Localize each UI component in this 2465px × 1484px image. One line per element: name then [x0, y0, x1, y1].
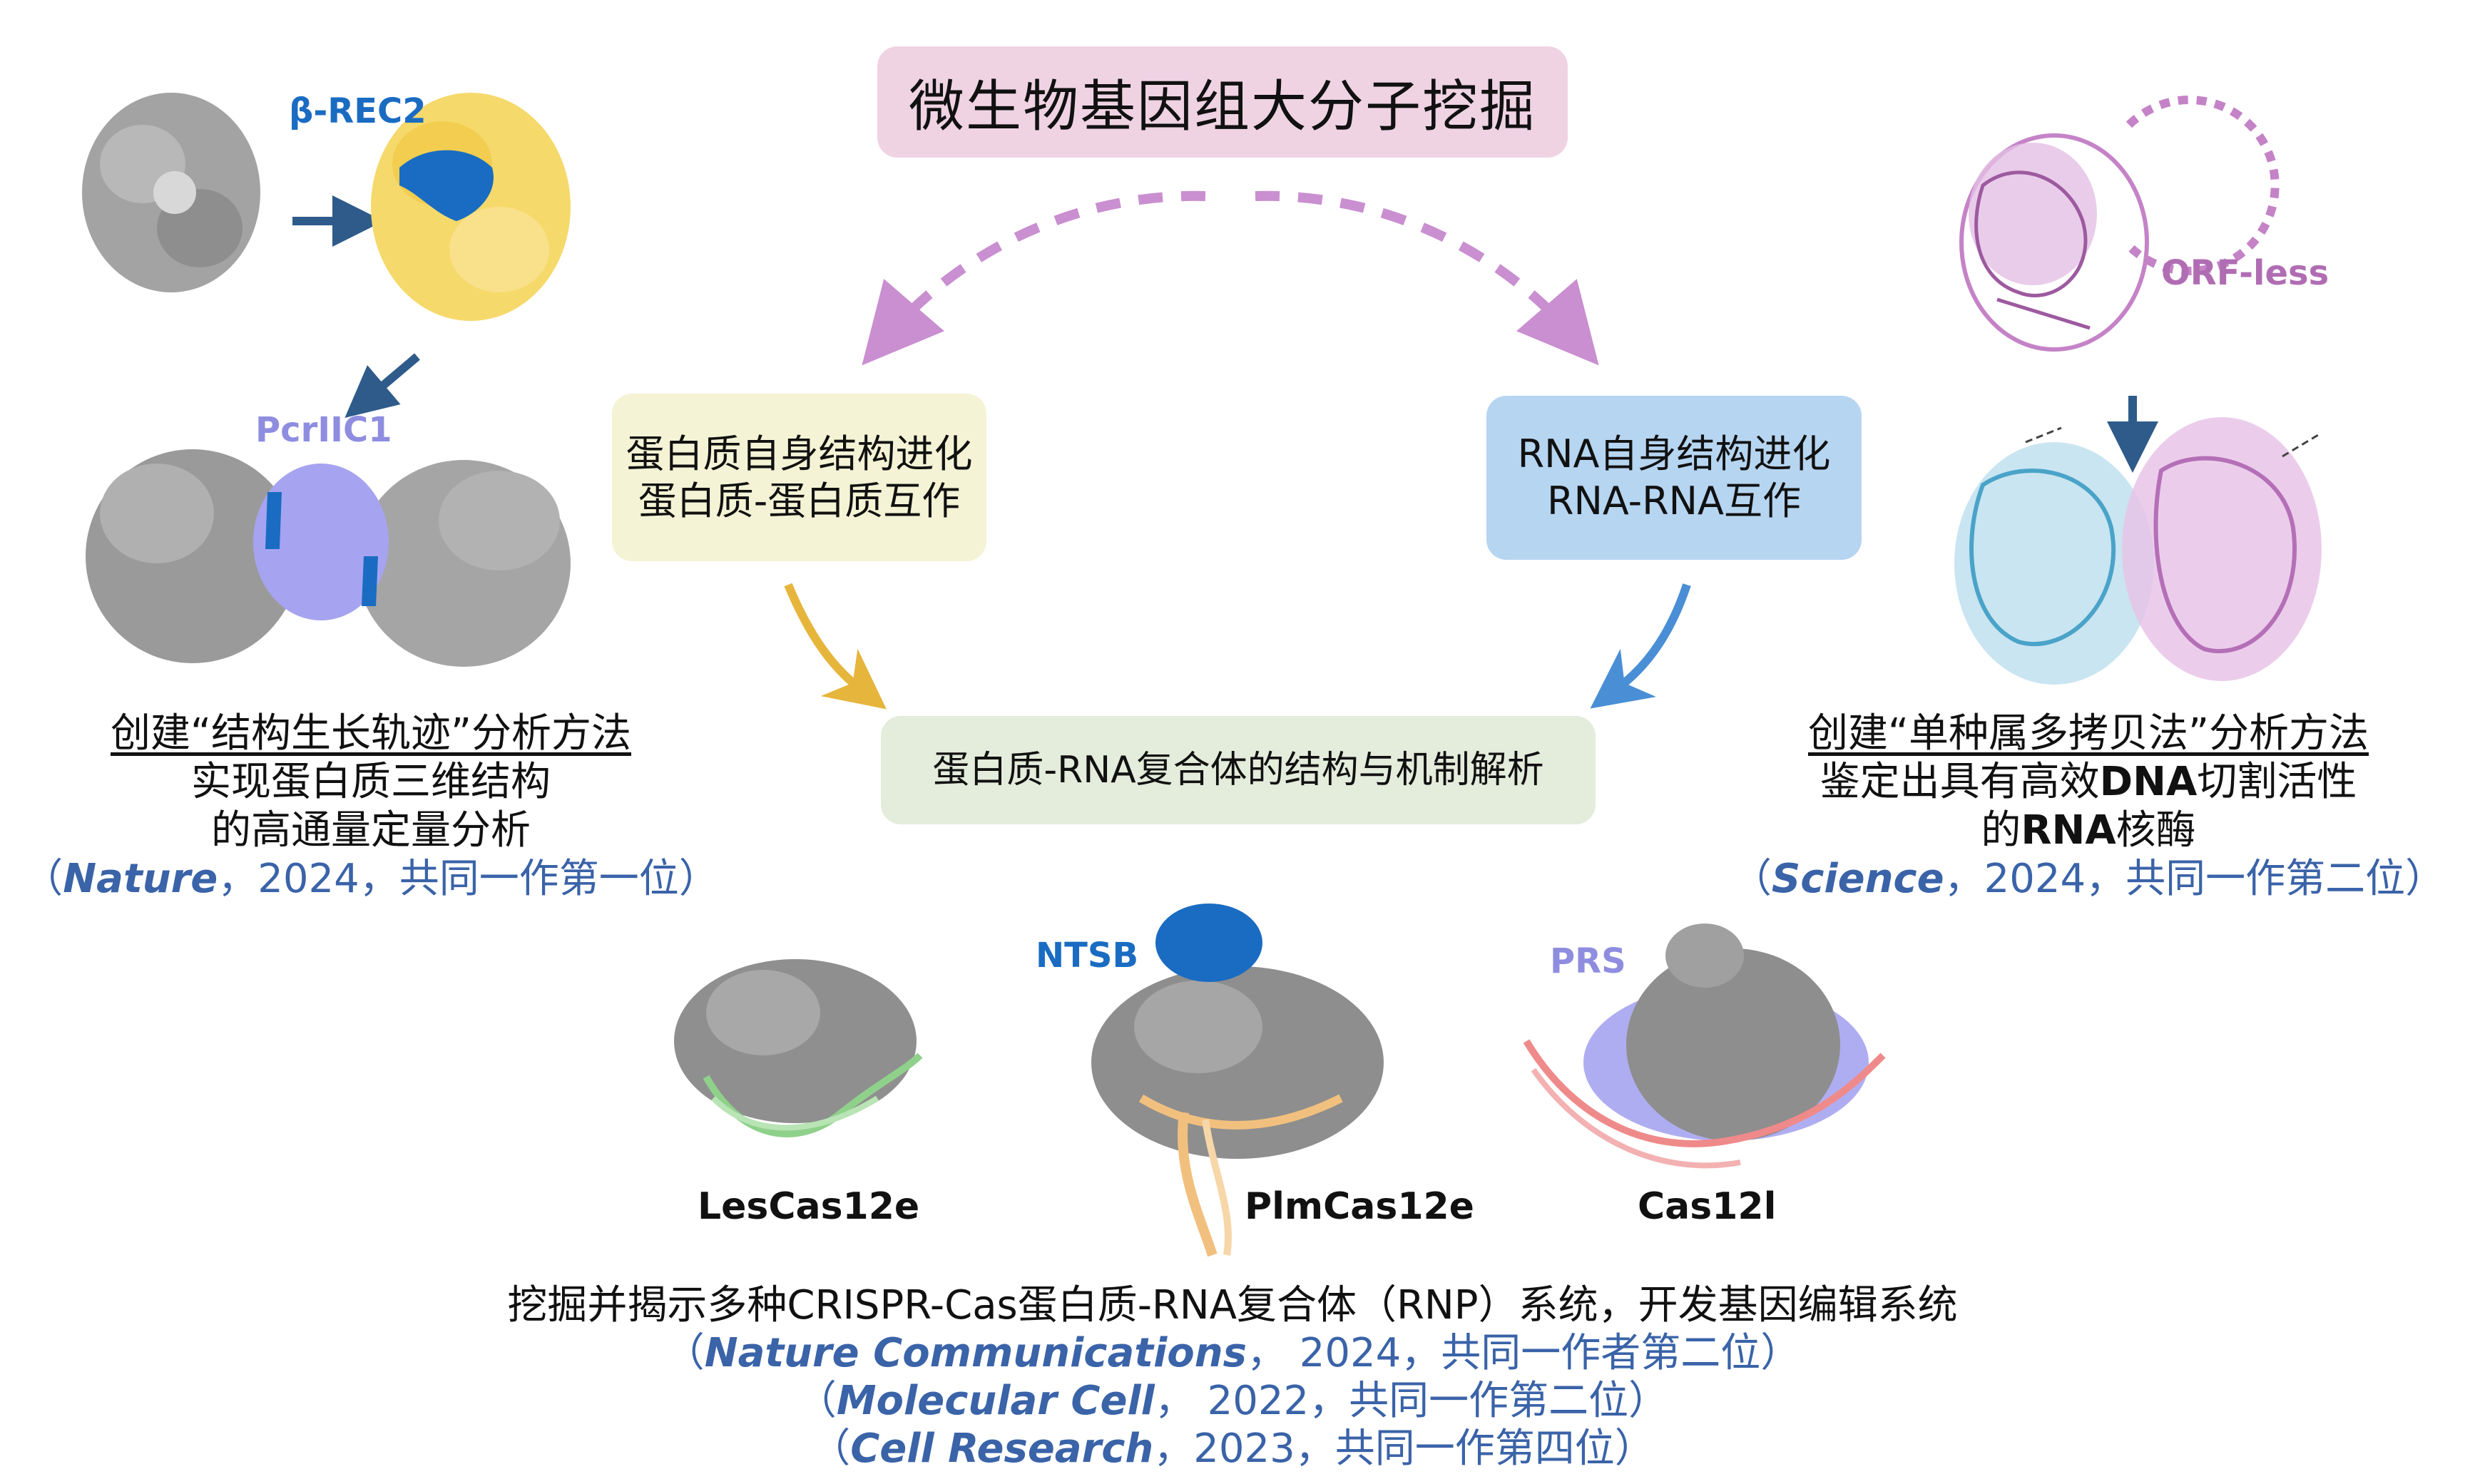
- rna-box-line1: RNA自身结构进化: [1517, 431, 1831, 476]
- rna-box-line2: RNA-RNA互作: [1546, 479, 1801, 523]
- left-caption-line3: 的高通量定量分析: [211, 807, 531, 854]
- page-title: 微生物基因组大分子挖掘: [908, 75, 1536, 139]
- title-box: 微生物基因组大分子挖掘: [877, 46, 1568, 158]
- structure-name-plmcas12e: PlmCas12e: [1245, 1185, 1474, 1228]
- structure-name-lescas12e: LesCas12e: [698, 1185, 920, 1228]
- right-caption: 创建“单种属多拷贝法”分析方法 鉴定出具有高效DNA切割活性 的RNA核酶 （S…: [1712, 710, 2465, 904]
- beta-rec2-label: β-REC2: [289, 91, 427, 131]
- yellow-protein-structure-icon: [371, 93, 571, 321]
- dashed-arrow-right: [1255, 190, 1599, 366]
- rna-dimer-structure-icon: [1954, 417, 2322, 685]
- protein-box-line1: 蛋白质自身结构进化: [626, 431, 973, 476]
- bottom-citation-3: （Cell Research，2023，共同一作第四位）: [810, 1426, 1655, 1472]
- left-caption-line1: 创建“结构生长轨迹”分析方法: [110, 710, 632, 757]
- left-caption-line2: 实现蛋白质三维结构: [191, 759, 551, 805]
- right-caption-line2: 鉴定出具有高效DNA切割活性: [1820, 759, 2357, 805]
- protein-box-line2: 蛋白质-蛋白质互作: [638, 478, 961, 523]
- left-caption: 创建“结构生长轨迹”分析方法 实现蛋白质三维结构 的高通量定量分析 （Natur…: [0, 710, 742, 904]
- bottom-citation-1: （Nature Communications， 2024，共同一作者第二位）: [664, 1330, 1801, 1376]
- dashed-arrow-left: [862, 190, 1206, 366]
- structure-name-cas12l: Cas12l: [1638, 1185, 1777, 1228]
- pcriic1-label: PcrIIC1: [255, 410, 392, 450]
- ntsb-label: NTSB: [1036, 936, 1139, 976]
- complex-protein-structure-icon: [86, 449, 571, 667]
- lescas12e-structure-icon: [674, 959, 923, 1137]
- right-citation: （Science，2024，共同一作第二位）: [1731, 856, 2446, 902]
- left-citation: （Nature，2024，共同一作第一位）: [23, 856, 719, 902]
- bottom-citation-2: （Molecular Cell， 2022，共同一作第二位）: [796, 1378, 1669, 1424]
- bottom-caption: 挖掘并揭示多种CRISPR-Cas蛋白质-RNA复合体（RNP）系统，开发基因编…: [507, 1282, 1958, 1329]
- plmcas12e-structure-icon: [1091, 904, 1384, 1257]
- yellow-arrow: [784, 583, 887, 710]
- rna-evolution-box: RNA自身结构进化 RNA-RNA互作: [1486, 396, 1862, 560]
- gray-protein-structure-icon: [82, 93, 260, 292]
- blue-arrow: [1590, 583, 1691, 709]
- rna-ribozyme-structure-icon: [1959, 96, 2280, 352]
- prs-label: PRS: [1550, 941, 1626, 981]
- orf-less-label: ORF-less: [2161, 253, 2329, 293]
- right-caption-line3: 的RNA核酶: [1981, 807, 2196, 854]
- navy-arrow-diagonal: [345, 353, 420, 419]
- cas12l-structure-icon: [1523, 923, 1886, 1169]
- complex-box-text: 蛋白质-RNA复合体的结构与机制解析: [932, 749, 1544, 792]
- complex-analysis-box: 蛋白质-RNA复合体的结构与机制解析: [881, 716, 1596, 824]
- right-caption-line1: 创建“单种属多拷贝法”分析方法: [1807, 710, 2369, 757]
- protein-evolution-box: 蛋白质自身结构进化 蛋白质-蛋白质互作: [612, 394, 986, 561]
